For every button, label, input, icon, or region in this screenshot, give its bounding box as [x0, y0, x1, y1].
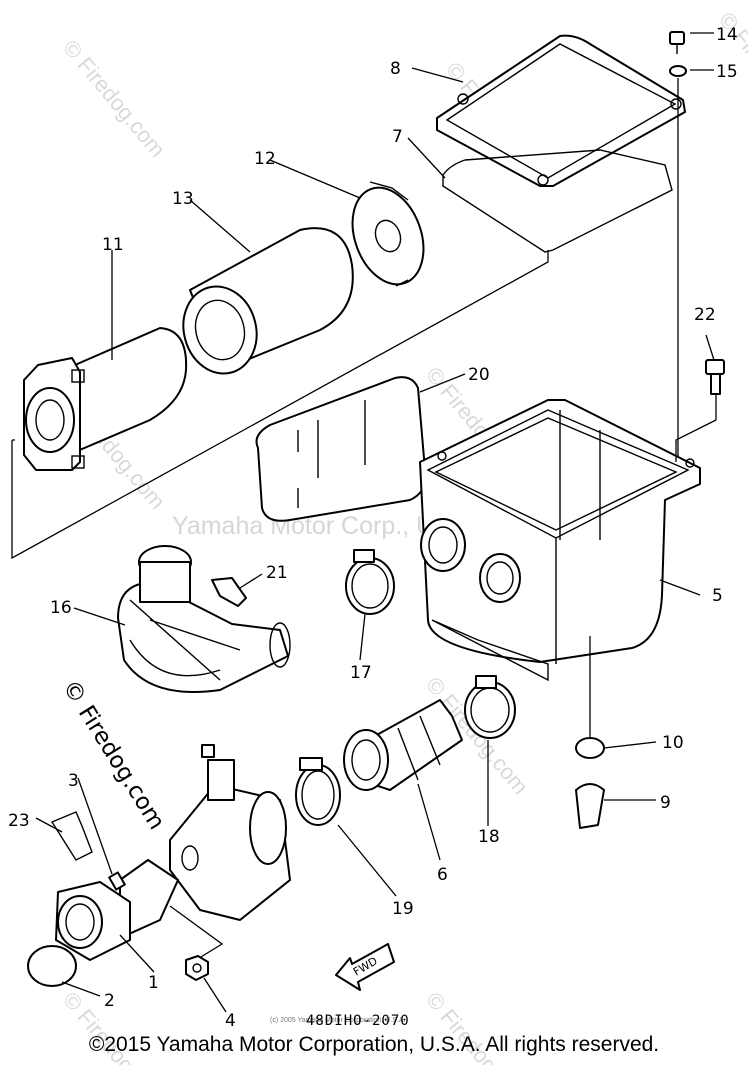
part-3-screw [108, 871, 126, 891]
part-4-nut [185, 955, 209, 981]
part-23-clip [50, 811, 93, 861]
part-9-drain [575, 783, 605, 829]
callout-11: 11 [102, 235, 124, 255]
callout-13: 13 [172, 189, 194, 209]
part-8-case-cap [436, 34, 686, 187]
part-10-plug [575, 737, 605, 759]
part-19-clamp [295, 757, 341, 826]
part-22-bolt [675, 359, 725, 462]
callout-18: 18 [478, 827, 500, 847]
drawing-number: 48DIHO-2070 [306, 1013, 410, 1029]
part-1-manifold [55, 859, 224, 961]
part-14-screw [669, 31, 685, 54]
callout-8: 8 [390, 59, 401, 79]
callout-17: 17 [350, 663, 372, 683]
layout-plane [11, 250, 549, 560]
callout-7: 7 [392, 127, 403, 147]
callout-1: 1 [148, 973, 159, 993]
callout-numbers: 1 2 3 4 5 6 7 8 9 10 11 12 13 14 15 16 1… [8, 25, 738, 1031]
callout-15: 15 [716, 62, 738, 82]
part-6-joint [343, 699, 463, 791]
part-21-fitting [211, 577, 247, 607]
fwd-arrow: FWD [335, 943, 395, 991]
callout-10: 10 [662, 733, 684, 753]
small-copyright: (c) 2005 Yamaha Motor Corporation, U.S.A… [270, 1017, 406, 1024]
callout-6: 6 [437, 865, 448, 885]
callout-19: 19 [392, 899, 414, 919]
callout-9: 9 [660, 793, 671, 813]
part-16-joint [117, 545, 291, 693]
part-5-case [419, 399, 701, 682]
leader-lines [35, 32, 715, 1013]
callout-2: 2 [104, 991, 115, 1011]
part-15-washer [669, 65, 687, 77]
callout-14: 14 [716, 25, 738, 45]
watermark-top-left: © Firedog.com [58, 35, 170, 162]
part-12-element-cap [351, 181, 425, 287]
part-2-seal [27, 945, 77, 987]
callout-21: 21 [266, 563, 288, 583]
copyright-footer: ©2015 Yamaha Motor Corporation, U.S.A. A… [88, 1033, 660, 1056]
watermark-dark: © Firedog.com [57, 675, 170, 834]
part-17-clamp [345, 549, 395, 615]
callout-22: 22 [694, 305, 716, 325]
callout-16: 16 [50, 598, 72, 618]
part-7-gasket [442, 149, 673, 253]
carburetor [169, 744, 291, 921]
callout-20: 20 [468, 365, 490, 385]
callout-23: 23 [8, 811, 30, 831]
part-13-element [182, 227, 354, 375]
part-20-plate [255, 376, 427, 522]
callout-4: 4 [225, 1011, 236, 1031]
callout-12: 12 [254, 149, 276, 169]
part-18-clamp [464, 675, 516, 739]
callout-3: 3 [68, 771, 79, 791]
part-11-element-guide [23, 327, 188, 471]
callout-5: 5 [712, 586, 723, 606]
